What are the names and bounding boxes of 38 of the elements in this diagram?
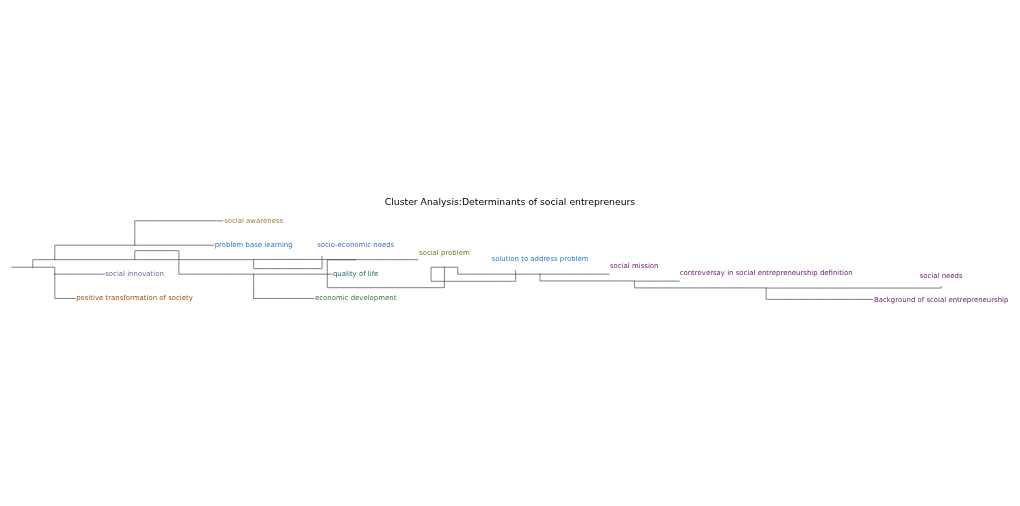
- connector: [355, 259, 419, 261]
- connector: [540, 273, 610, 275]
- node-point: [252, 273, 255, 275]
- node-point: [252, 258, 255, 261]
- connector: [11, 266, 33, 268]
- connector: [54, 273, 106, 275]
- node-point: [133, 244, 136, 246]
- connector: [54, 259, 135, 261]
- node-point: [53, 273, 56, 275]
- connector: [253, 273, 333, 275]
- node-point: [133, 258, 136, 261]
- connector: [134, 244, 215, 246]
- connector: [134, 250, 254, 275]
- node-point: [53, 258, 56, 261]
- connector: [253, 259, 356, 260]
- connector: [54, 273, 76, 299]
- connector: [54, 244, 135, 260]
- node-point: [633, 280, 635, 282]
- node-point: [765, 287, 767, 289]
- connector: [634, 280, 680, 282]
- node-point: [32, 266, 34, 268]
- node-point: [443, 266, 446, 268]
- connector: [134, 259, 254, 261]
- connector: [444, 266, 540, 275]
- connector: [430, 266, 517, 282]
- connector: [32, 259, 55, 268]
- connector: [253, 255, 323, 269]
- diagram-title: Cluster Analysis:Determinants of social entrepreneurs: [384, 196, 636, 208]
- connector: [32, 266, 56, 275]
- connector: [634, 281, 767, 289]
- connector: [253, 274, 315, 299]
- connector: [326, 259, 445, 289]
- connector: [539, 274, 635, 282]
- connector: [134, 220, 224, 246]
- node-point: [354, 258, 357, 261]
- connector: [765, 288, 874, 300]
- connector: [766, 286, 942, 289]
- node-point: [539, 273, 541, 275]
